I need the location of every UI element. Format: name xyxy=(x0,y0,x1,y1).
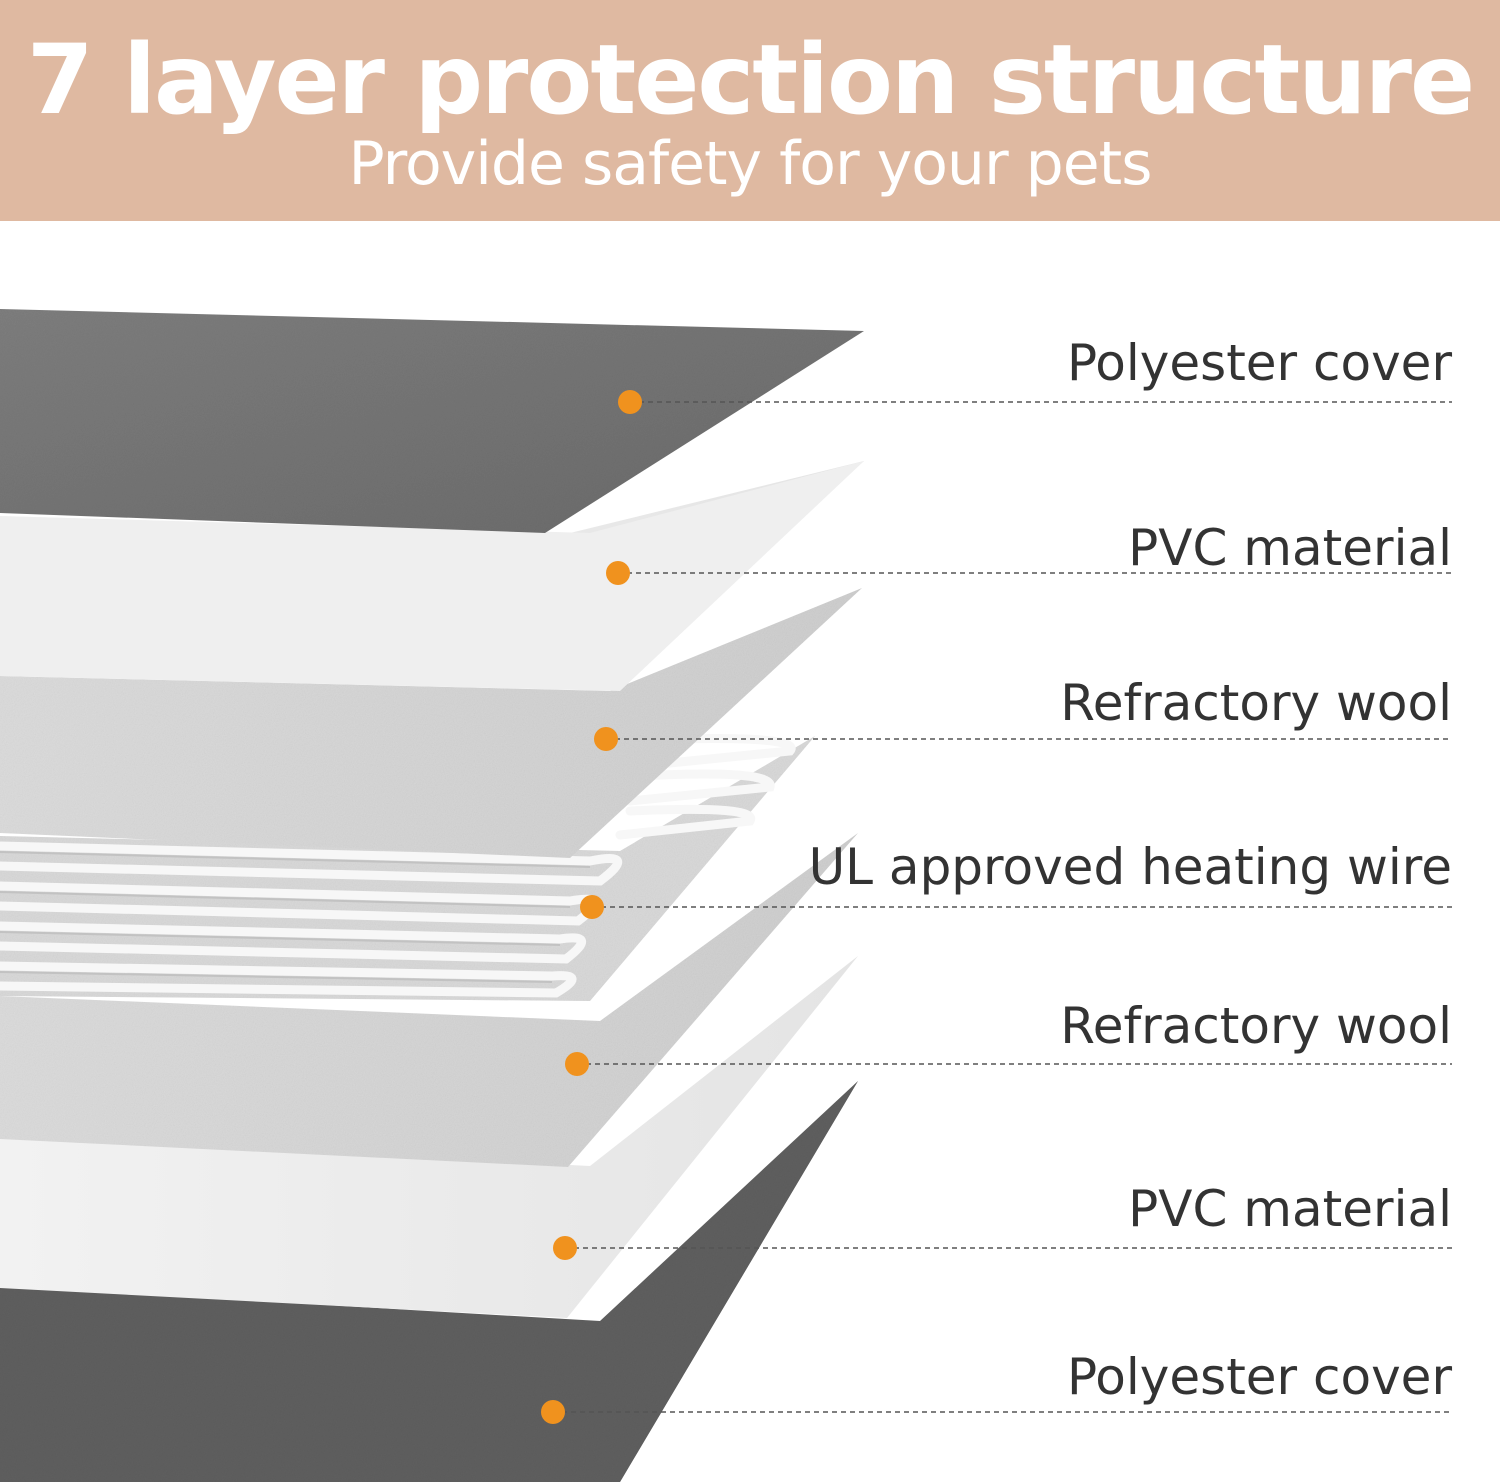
marker-dot-6 xyxy=(553,1236,577,1260)
layer-2-face xyxy=(0,461,864,691)
layer-label-5: Refractory wool xyxy=(1060,997,1452,1055)
markers xyxy=(541,390,642,1424)
header-banner: 7 layer protection structure Provide saf… xyxy=(0,0,1500,221)
marker-dot-5 xyxy=(565,1052,589,1076)
layer-label-2: PVC material xyxy=(1128,519,1452,577)
layer-stack-illustration: Polyester cover PVC material Refractory … xyxy=(0,221,1500,1482)
layer-1-polyester-cover xyxy=(0,309,864,533)
layer-label-6: PVC material xyxy=(1128,1180,1452,1238)
layer-label-7: Polyester cover xyxy=(1066,1348,1452,1406)
layer-6-pvc-material xyxy=(0,956,858,1318)
layer-stack-svg xyxy=(0,309,1452,1482)
page-title: 7 layer protection structure xyxy=(26,24,1475,136)
layer-label-4: UL approved heating wire xyxy=(808,838,1452,896)
leader-lines xyxy=(553,401,1452,1413)
layer-label-1: Polyester cover xyxy=(1066,334,1452,392)
layer-label-3: Refractory wool xyxy=(1060,674,1452,732)
marker-dot-3 xyxy=(594,727,618,751)
page-subtitle: Provide safety for your pets xyxy=(348,129,1153,199)
marker-dot-2 xyxy=(606,561,630,585)
marker-dot-7 xyxy=(541,1400,565,1424)
layer-7-shadow xyxy=(0,1081,858,1482)
marker-dot-4 xyxy=(580,895,604,919)
marker-dot-1 xyxy=(618,390,642,414)
layer-3-refractory-wool xyxy=(0,588,862,858)
layer-5-refractory-wool xyxy=(0,833,858,1167)
